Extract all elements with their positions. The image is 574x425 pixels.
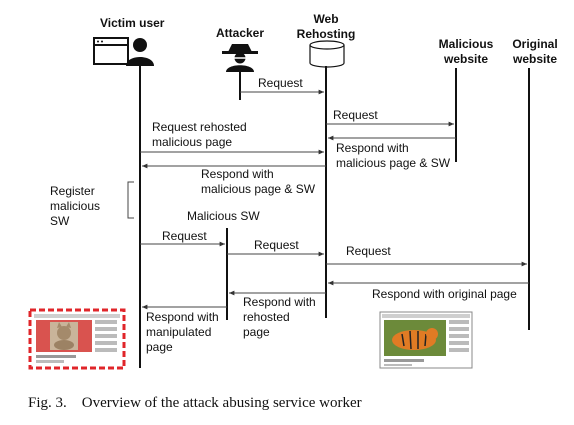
service-worker-label: Malicious SW	[187, 209, 260, 223]
note-register-3: SW	[50, 214, 70, 228]
msg-rehost-request: Request	[333, 108, 378, 122]
cat-photo-icon	[50, 322, 78, 350]
note-register-2: malicious	[50, 199, 100, 213]
msg-rehost-original-request: Request	[346, 244, 391, 258]
msg-sw-victim-respond-3: page	[146, 340, 173, 354]
msg-request-rehosted-1: Request rehosted	[152, 120, 247, 134]
msg-malicious-respond-1: Respond with	[336, 141, 409, 155]
actor-rehost-label-1: Web	[313, 12, 338, 26]
actor-rehost-label-2: Rehosting	[297, 27, 356, 41]
note-register-1: Register	[50, 184, 95, 198]
msg-rehost-sw-respond-3: page	[243, 325, 270, 339]
msg-rehost-sw-respond-1: Respond with	[243, 295, 316, 309]
msg-sw-rehost-request: Request	[254, 238, 299, 252]
msg-sw-victim-respond-2: manipulated	[146, 325, 211, 339]
server-cylinder-icon	[309, 40, 345, 68]
msg-rehost-sw-respond-2: rehosted	[243, 310, 290, 324]
actor-malicious-label-2: website	[443, 52, 488, 66]
figure-caption: Fig. 3. Overview of the attack abusing s…	[28, 395, 362, 411]
manipulated-page-thumbnail	[28, 308, 126, 370]
msg-rehost-respond-1: Respond with	[201, 167, 274, 181]
msg-rehost-respond-2: malicious page & SW	[201, 182, 316, 196]
actor-attacker-label: Attacker	[216, 26, 264, 40]
actor-original-label-1: Original	[512, 37, 557, 51]
hacker-spy-icon	[222, 44, 258, 72]
msg-request-rehosted-2: malicious page	[152, 135, 232, 149]
actor-original-label-2: website	[512, 52, 557, 66]
msg-victim-sw-request: Request	[162, 229, 207, 243]
actor-malicious-label-1: Malicious	[439, 37, 494, 51]
browser-user-icon	[93, 37, 154, 66]
tiger-photo-icon	[384, 320, 446, 356]
actor-victim-label: Victim user	[100, 16, 165, 30]
msg-original-respond: Respond with original page	[372, 287, 517, 301]
msg-malicious-respond-2: malicious page & SW	[336, 156, 451, 170]
original-page-thumbnail	[379, 311, 473, 369]
msg-attacker-request: Request	[258, 76, 303, 90]
register-bracket	[127, 181, 134, 219]
msg-sw-victim-respond-1: Respond with	[146, 310, 219, 324]
